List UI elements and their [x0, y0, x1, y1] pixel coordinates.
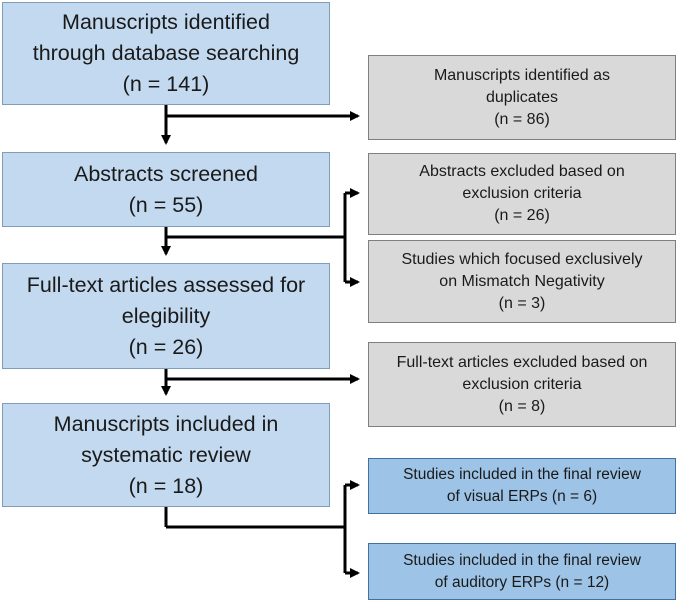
box-duplicates-line-1: Manuscripts identified as: [433, 66, 611, 84]
box-abstracts-excluded: Abstracts excluded based on exclusion cr…: [368, 153, 676, 235]
box-fulltext-assessed: Full-text articles assessed for elegibil…: [2, 263, 330, 369]
box-fulltext-excluded: Full-text articles excluded based on exc…: [368, 342, 676, 427]
box-identified-line-2: through database searching: [32, 41, 300, 65]
box-final-visual: Studies included in the final review of …: [368, 458, 676, 514]
box-abstracts-excluded-line-3: (n = 26): [494, 207, 550, 224]
box-fulltext-excluded-line-2: exclusion criteria: [462, 375, 582, 393]
box-identified-line-1: Manuscripts identified: [62, 10, 270, 34]
box-duplicates-line-3: (n = 86): [494, 110, 550, 128]
box-mmn-excluded: Studies which focused exclusively on Mis…: [368, 240, 676, 323]
box-final-auditory-line-2: of auditory ERPs (n = 12): [434, 573, 610, 591]
box-final-auditory-line-1: Studies included in the final review: [403, 551, 641, 569]
box-final-visual-line-1: Studies included in the final review: [403, 466, 641, 483]
box-final-visual-line-2: of visual ERPs (n = 6): [446, 488, 598, 505]
box-final-auditory: Studies included in the final review of …: [368, 543, 676, 600]
box-fulltext-assessed-line-2: elegibility: [121, 303, 211, 328]
box-mmn-excluded-line-3: (n = 3): [498, 294, 546, 312]
box-identified: Manuscripts identified through database …: [2, 2, 330, 105]
box-screened-line-2: (n = 55): [128, 192, 204, 217]
box-identified-line-3: (n = 141): [122, 72, 210, 96]
box-fulltext-assessed-line-1: Full-text articles assessed for: [26, 272, 306, 297]
box-abstracts-excluded-line-2: exclusion criteria: [462, 185, 582, 202]
box-included-line-2: systematic review: [81, 442, 251, 467]
box-screened-line-1: Abstracts screened: [73, 161, 259, 186]
box-fulltext-excluded-line-3: (n = 8): [498, 397, 546, 415]
box-mmn-excluded-line-1: Studies which focused exclusively: [401, 250, 643, 268]
box-included: Manuscripts included in systematic revie…: [2, 403, 330, 507]
box-included-line-1: Manuscripts included in: [53, 411, 279, 436]
box-fulltext-assessed-line-3: (n = 26): [128, 334, 204, 359]
box-duplicates-line-2: duplicates: [485, 88, 559, 106]
box-included-line-3: (n = 18): [128, 473, 204, 498]
box-screened: Abstracts screened (n = 55): [2, 152, 330, 227]
box-mmn-excluded-line-2: on Mismatch Negativity: [439, 272, 605, 290]
box-duplicates: Manuscripts identified as duplicates (n …: [368, 55, 676, 140]
box-fulltext-excluded-line-1: Full-text articles excluded based on: [396, 353, 648, 371]
box-abstracts-excluded-line-1: Abstracts excluded based on: [419, 163, 625, 180]
